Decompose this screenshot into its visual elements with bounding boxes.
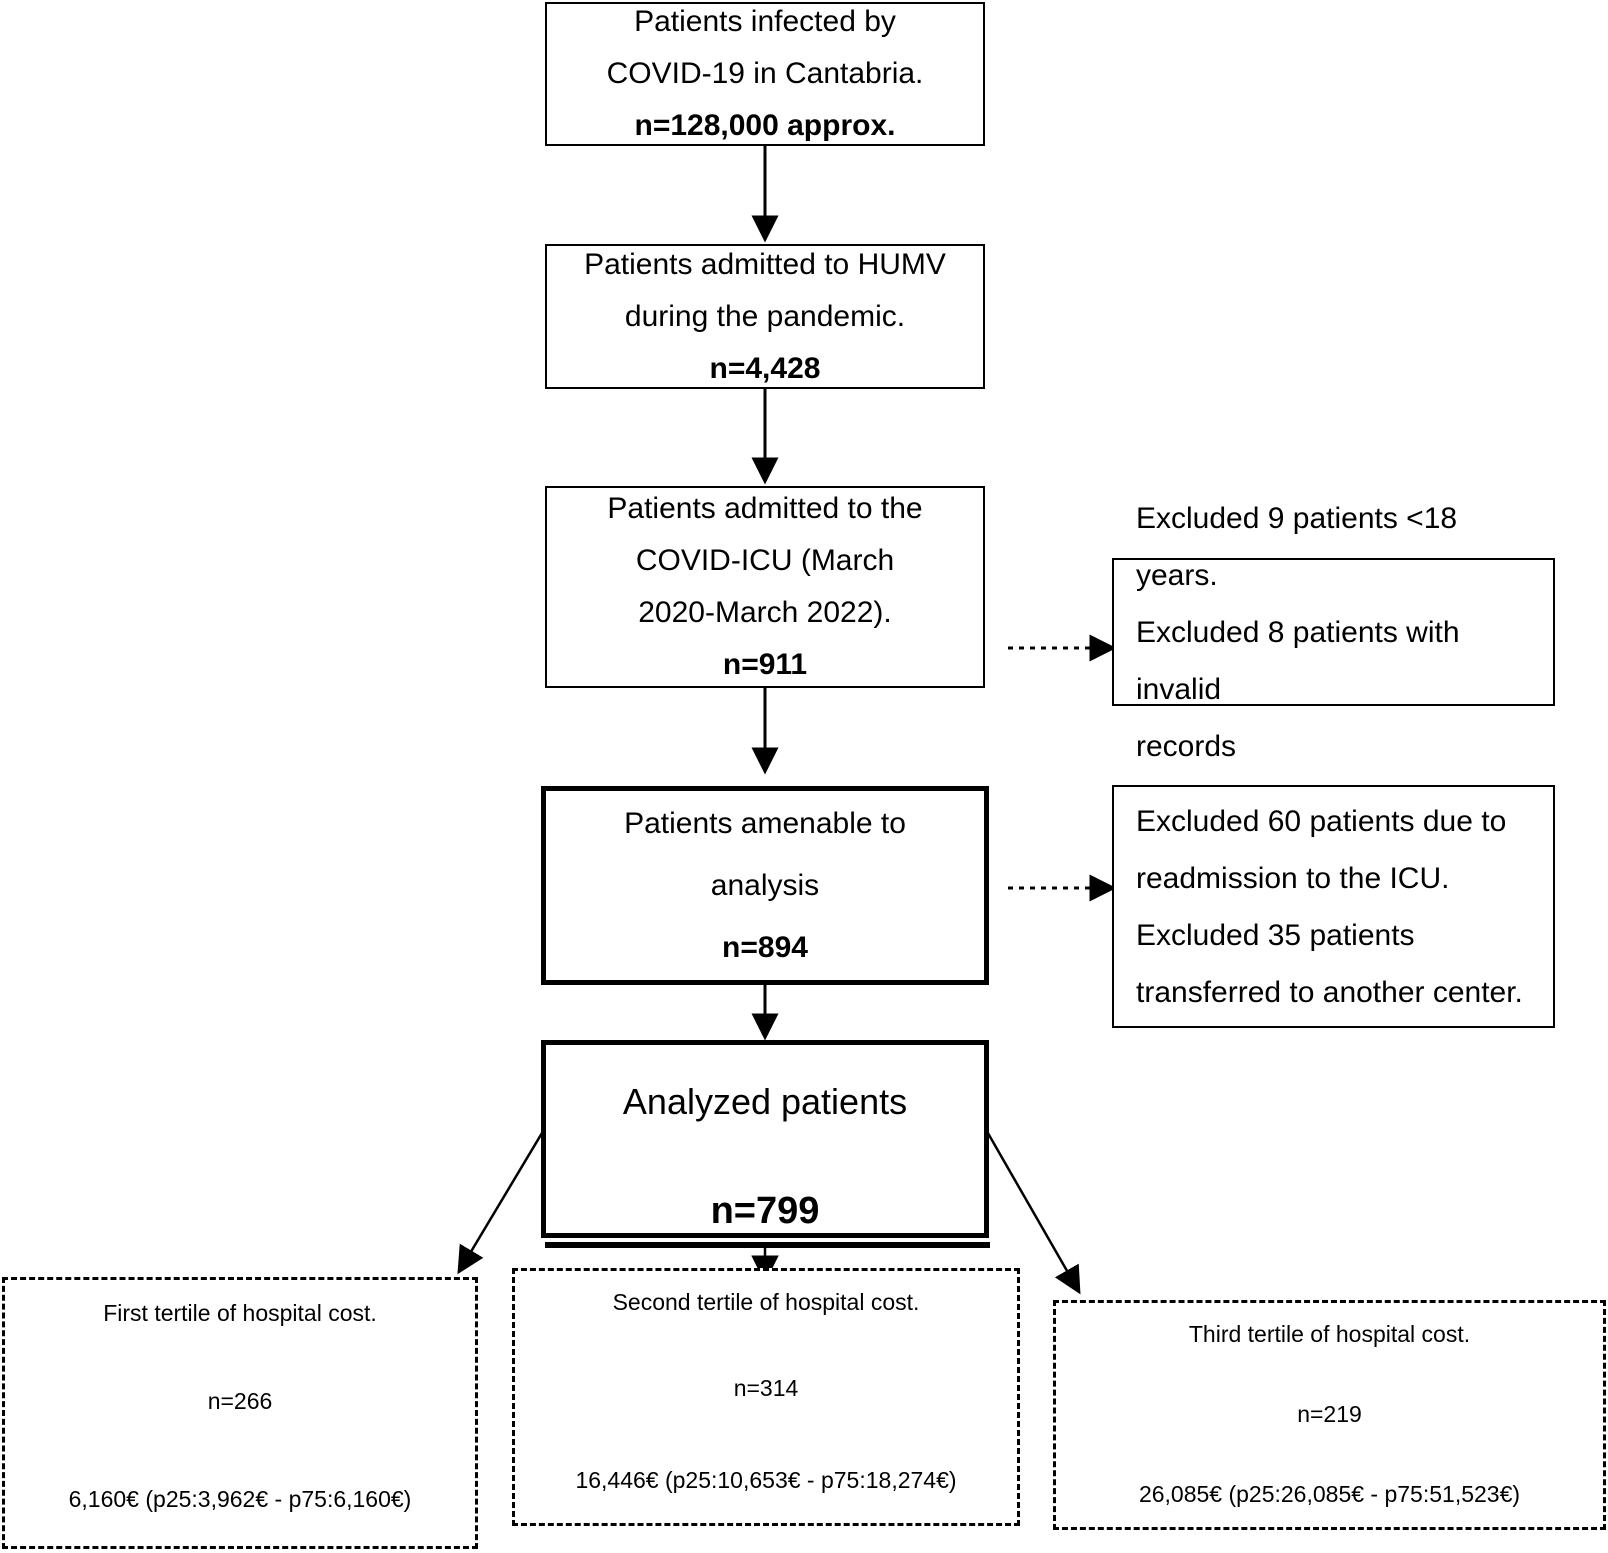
tertile-1-cost: 6,160€ (p25:3,962€ - p75:6,160€) (68, 1486, 412, 1512)
node-amenable: Patients amenable to analysis n=894 (541, 786, 989, 985)
node-infected-line2: COVID-19 in Cantabria. (606, 57, 924, 90)
exclusion-1-line2: Excluded 8 patients with invalid (1136, 615, 1460, 706)
node-admitted-humv-count: n=4,428 (709, 351, 821, 385)
exclusion-1-line1: Excluded 9 patients <18 years. (1136, 501, 1458, 592)
node-analyzed-count: n=799 (710, 1190, 820, 1232)
tertile-1-count: n=266 (207, 1388, 273, 1414)
exclusion-2-line1: Excluded 60 patients due to (1136, 804, 1507, 838)
node-amenable-line2: analysis (710, 868, 820, 902)
exclusion-2-line3: Excluded 35 patients (1136, 918, 1415, 952)
tertile-2-cost: 16,446€ (p25:10,653€ - p75:18,274€) (575, 1467, 957, 1493)
node-analyzed-title: Analyzed patients (622, 1081, 908, 1122)
exclusion-2-line4: transferred to another center. (1136, 975, 1523, 1009)
node-infected-count: n=128,000 approx. (634, 109, 896, 142)
tertile-2-count: n=314 (733, 1375, 799, 1401)
node-admitted-icu-line1: Patients admitted to the (607, 492, 923, 525)
node-amenable-line1: Patients amenable to (624, 806, 906, 840)
node-analyzed: Analyzed patients n=799 (541, 1040, 989, 1238)
node-admitted-humv: Patients admitted to HUMV during the pan… (545, 244, 985, 389)
tertile-3-label: Third tertile of hospital cost. (1188, 1321, 1471, 1347)
node-admitted-icu-line3: 2020-March 2022). (638, 596, 892, 629)
node-admitted-icu-line2: COVID-ICU (March (635, 544, 895, 577)
tertile-box-1: First tertile of hospital cost. n=266 6,… (2, 1277, 478, 1549)
node-admitted-icu: Patients admitted to the COVID-ICU (Marc… (545, 486, 985, 688)
exclusion-box-1: Excluded 9 patients <18 years. Excluded … (1112, 502, 1555, 763)
node-admitted-humv-line2: during the pandemic. (624, 299, 906, 333)
tertile-box-3: Third tertile of hospital cost. n=219 26… (1053, 1300, 1606, 1530)
tertile-2-label: Second tertile of hospital cost. (612, 1289, 920, 1315)
tertile-3-count: n=219 (1297, 1401, 1362, 1427)
tertile-1-label: First tertile of hospital cost. (103, 1300, 377, 1326)
connector-analyzed-to-tertile-3 (983, 1127, 1081, 1295)
exclusion-2-line2: readmission to the ICU. (1136, 861, 1450, 895)
node-infected: Patients infected by COVID-19 in Cantabr… (545, 2, 985, 146)
node-analyzed-shadow (545, 1242, 990, 1248)
tertile-box-2: Second tertile of hospital cost. n=314 1… (512, 1268, 1020, 1526)
node-admitted-icu-count: n=911 (722, 648, 808, 681)
connector-analyzed-to-tertile-1 (457, 1127, 547, 1275)
node-admitted-humv-line1: Patients admitted to HUMV (584, 247, 946, 281)
tertile-3-cost: 26,085€ (p25:26,085€ - p75:51,523€) (1138, 1481, 1521, 1507)
exclusion-box-2: Excluded 60 patients due to readmission … (1112, 785, 1555, 1028)
exclusion-1-line3: records (1136, 729, 1237, 763)
node-amenable-count: n=894 (722, 930, 808, 964)
node-infected-line1: Patients infected by (634, 5, 896, 38)
